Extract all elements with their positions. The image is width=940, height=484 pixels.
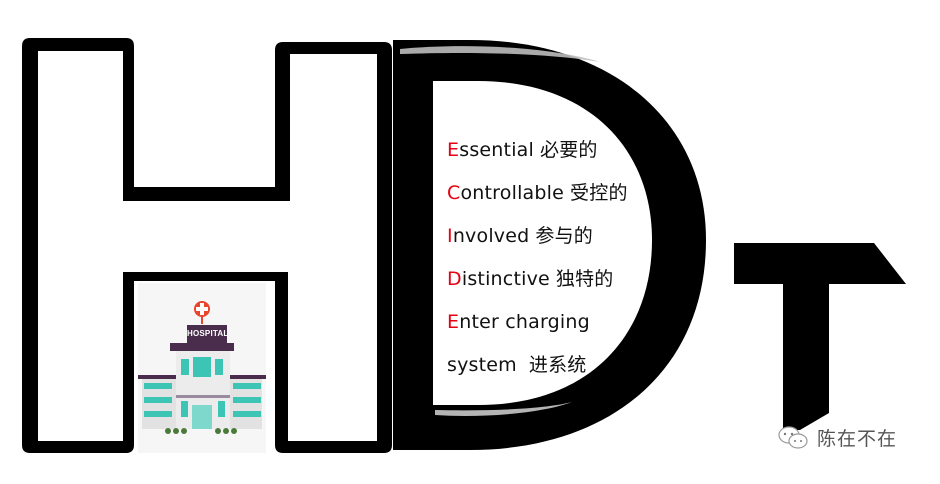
acronym-word-rest: nvolved [452,225,530,247]
acronym-chinese: 进系统 [528,354,587,376]
acronym-word-rest: ontrollable [460,182,565,204]
wechat-icon [778,425,808,449]
watermark-text: 陈在不在 [817,428,898,450]
acronym-chinese: 必要的 [540,139,598,161]
acronym-word-rest: istinctive [461,268,550,290]
letter-h-outline [22,38,392,453]
acronym-chinese: 受控的 [570,182,628,204]
acronym-chinese: 独特的 [555,268,614,290]
acronym-item-enter: Enter charging [447,305,657,348]
acronym-initial: C [447,182,461,204]
acronym-chinese: 参与的 [535,225,594,247]
letter-t [734,243,906,430]
acronym-word-rest: nter charging [459,311,590,333]
acronym-initial: E [447,311,460,333]
acronym-initial: I [447,225,453,247]
hospital-sign: HOSPITAL [187,325,228,343]
acronym-continuation-en: system [447,354,517,376]
hospital-illustration: HOSPITAL [138,283,266,453]
watermark: 陈在不在 [777,424,897,451]
letter-d [393,40,706,450]
acronym-initial: E [447,139,460,161]
acronym-word-rest: ssential [459,139,534,161]
hospital-building-icon [138,301,266,434]
acronym-item-enter-continuation: system 进系统 [447,348,657,391]
acronym-initial: D [447,268,462,290]
acronym-item-essential: Essential 必要的 [447,133,657,176]
